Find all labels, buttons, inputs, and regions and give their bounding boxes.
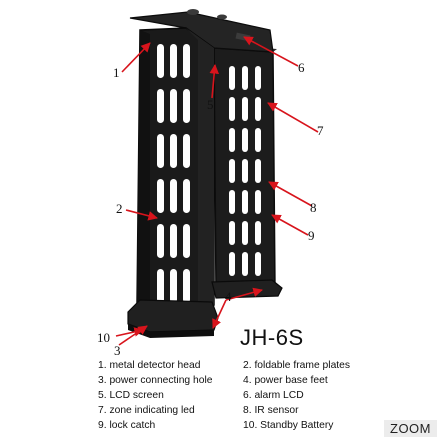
frame-slot [242,221,248,245]
frame-slot [255,128,261,152]
arrow-5 [209,64,219,99]
frame-slot [170,44,177,78]
frame-slot [170,89,177,123]
frame-slot [242,66,248,90]
frame-slot [170,224,177,258]
legend-item: 2. foldable frame plates [243,360,351,371]
callout-9: 9 [308,228,315,243]
arrow-4b [212,299,227,329]
frame-slot [242,252,248,276]
callout-numbers: 1 2 3 4 5 6 7 8 9 10 [97,60,324,358]
callout-3: 3 [114,343,121,358]
legend-item: 7. zone indicating led [98,405,195,416]
callout-6: 6 [298,60,305,75]
frame-slot [157,179,164,213]
arrow-7 [267,102,319,133]
frame-slot [170,134,177,168]
legend-item: 5. LCD screen [98,390,164,401]
frame-slot [255,190,261,214]
zoom-badge[interactable]: ZOOM [384,420,437,437]
arrow-4a [225,287,263,301]
callout-10: 10 [97,330,110,345]
frame-slot [242,128,248,152]
arrow-10 [115,327,144,337]
callout-8: 8 [310,200,317,215]
frame-slot [242,97,248,121]
frame-slot [255,221,261,245]
head-screw [217,14,227,20]
legend-item: 1. metal detector head [98,360,201,371]
frame-slot [229,190,235,214]
legend-item: 3. power connecting hole [98,375,213,386]
frame-slot [183,134,190,168]
frame-slot [157,269,164,303]
frame-slot [157,134,164,168]
rear-frame-plate [213,45,277,293]
frame-slot [255,66,261,90]
frame-slot [183,269,190,303]
frame-slot [255,159,261,183]
callout-4: 4 [225,289,232,304]
legend-item: 10. Standby Battery [243,420,334,431]
frame-slot [170,269,177,303]
legend-item: 9. lock catch [98,420,156,431]
frame-slot [229,252,235,276]
frame-slot [229,66,235,90]
frame-slot [229,221,235,245]
frame-slot [229,159,235,183]
frame-slot [183,44,190,78]
callout-5: 5 [207,97,214,112]
frame-slot [170,179,177,213]
frame-slot [157,89,164,123]
arrow-9 [271,214,309,236]
head-screw [187,9,199,15]
legend-item: 6. alarm LCD [243,390,304,401]
legend-item: 4. power base feet [243,375,328,386]
frame-slot [242,190,248,214]
arrow-6 [243,36,299,67]
arrow-8 [268,181,313,207]
callout-2: 2 [116,201,123,216]
frame-slot [183,224,190,258]
frame-slot [157,224,164,258]
model-name: JH-6S [240,325,304,350]
frame-slot [255,252,261,276]
arrow-1 [121,42,151,73]
legend-item: 8. IR sensor [243,405,299,416]
front-frame-plate [136,27,215,319]
frame-slot [157,44,164,78]
callout-arrows [115,36,319,346]
callout-1: 1 [113,65,120,80]
frame-slot [229,97,235,121]
frame-slot [183,89,190,123]
frame-slot [255,97,261,121]
frame-slot [183,179,190,213]
frame-slot [229,128,235,152]
frame-slot [242,159,248,183]
callout-7: 7 [317,123,324,138]
arrow-2 [125,209,158,221]
